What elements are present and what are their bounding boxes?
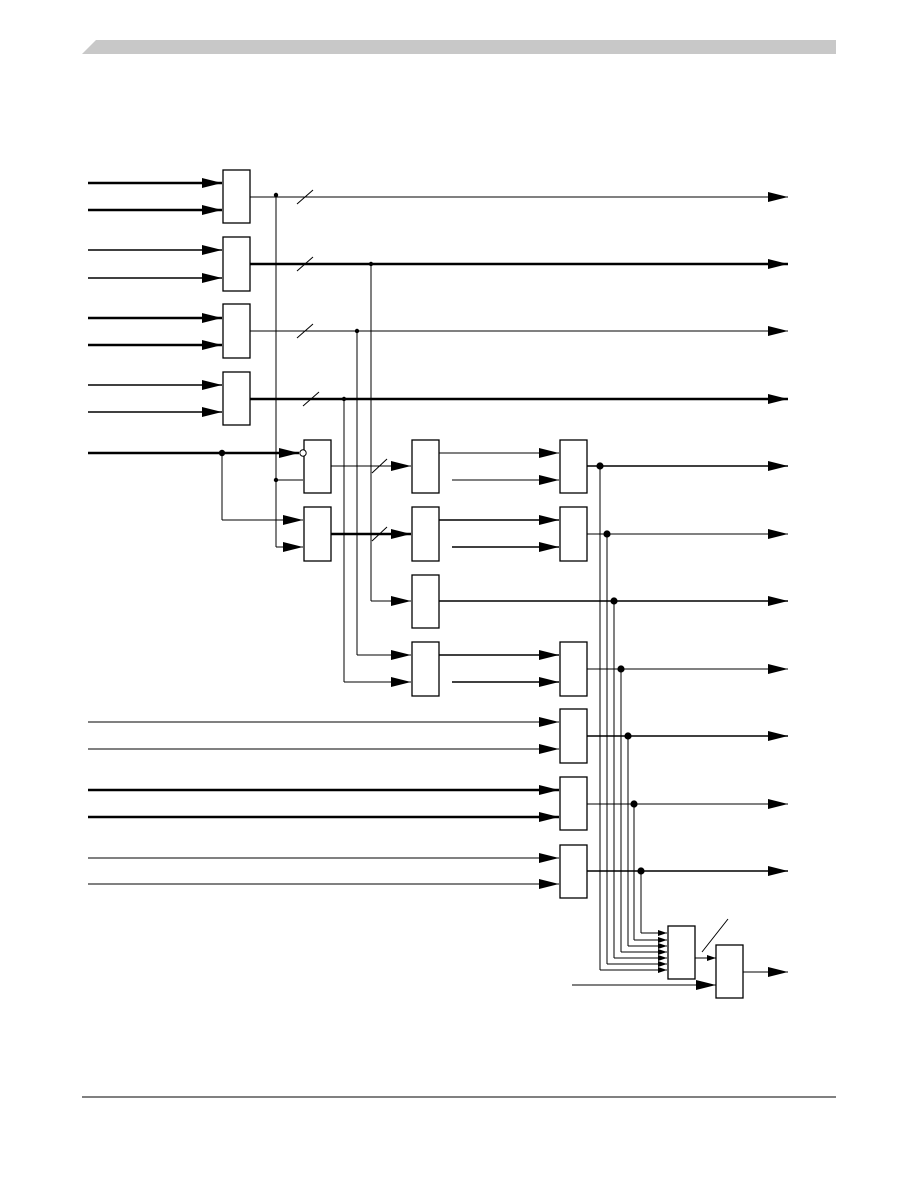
input-lines — [88, 178, 559, 889]
header-bar — [82, 40, 836, 54]
left-blocks — [222, 169, 251, 426]
right-outputs — [587, 461, 788, 876]
right-blocks — [559, 439, 588, 899]
middle-blocks — [411, 439, 440, 697]
bus-lines — [250, 189, 788, 407]
second-column-blocks — [299, 439, 332, 562]
final-blocks — [572, 918, 788, 999]
tap-lines — [221, 195, 411, 687]
junction-dots — [218, 192, 645, 875]
second-to-middle — [331, 458, 411, 542]
collector-lines — [599, 466, 667, 973]
